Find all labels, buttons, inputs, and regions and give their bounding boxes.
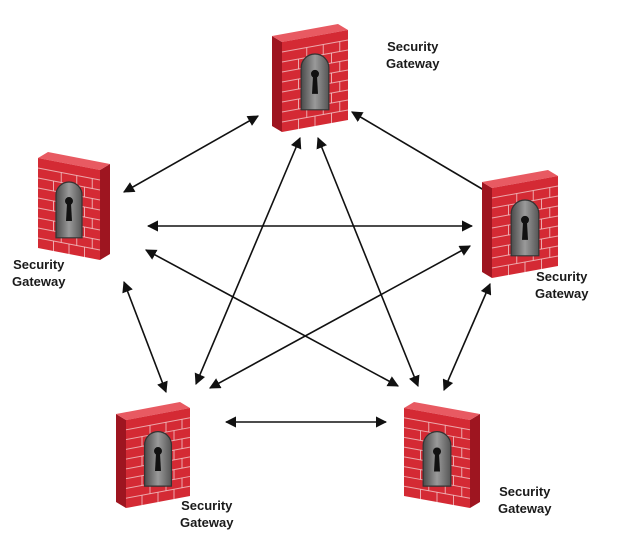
gateway-label-bottom-right: Security Gateway [498, 484, 552, 516]
connection-arrow-top-left [123, 115, 259, 193]
connection-arrows [122, 111, 495, 428]
gateway-label-left: Security Gateway [12, 257, 66, 289]
wall-top [272, 24, 348, 42]
wall-side [272, 36, 282, 132]
firewall-icon [482, 170, 559, 278]
gateway-label-top: Security Gateway [386, 39, 440, 71]
connection-arrow-right-bottom-right [442, 282, 492, 392]
wall-side [100, 164, 110, 260]
firewall-icon [272, 24, 349, 132]
wall-side [482, 182, 492, 278]
gateway-label-bottom-left: Security Gateway [180, 498, 234, 530]
wall-top [38, 152, 110, 170]
firewall-icon [37, 152, 110, 260]
wall-side [470, 414, 480, 508]
gateway-label-right: Security Gateway [535, 269, 589, 301]
wall-top [404, 402, 480, 420]
connection-arrow-left-bottom-right [145, 249, 399, 387]
connection-arrow-top-bottom-right [316, 136, 420, 388]
wall-side [116, 414, 126, 508]
firewall-icon [116, 402, 191, 508]
wall-top [116, 402, 190, 420]
firewall-icon [403, 402, 480, 508]
connection-arrow-left-bottom-left [122, 280, 168, 394]
connection-arrow-right-bottom-left [209, 245, 471, 389]
wall-top [482, 170, 558, 188]
connection-arrow-top-right [351, 111, 495, 197]
